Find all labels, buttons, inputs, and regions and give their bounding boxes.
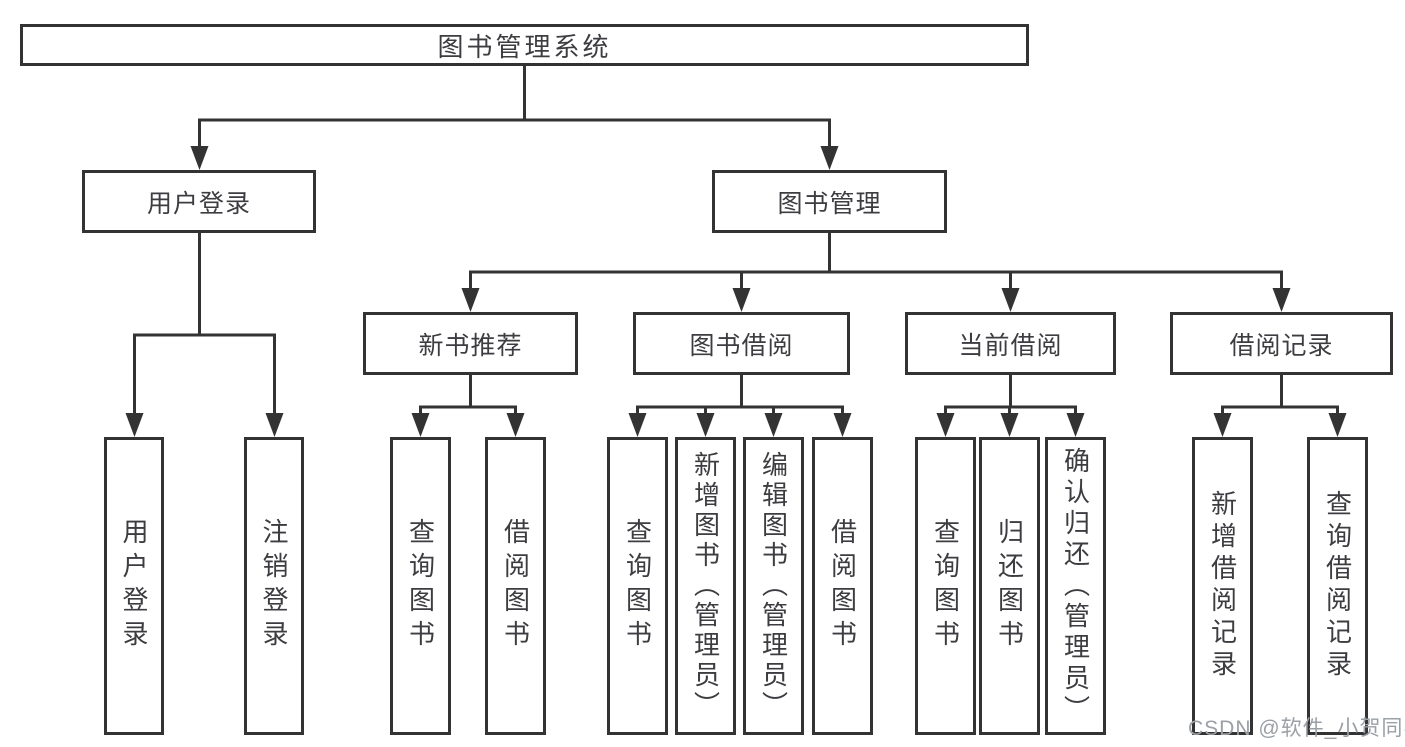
leaf-borrow-books-recommend-label: 借阅图书 <box>500 518 531 654</box>
node-new-book-recommend: 新书推荐 <box>363 312 578 375</box>
node-user-login: 用户登录 <box>82 170 316 233</box>
leaf-query-borrow-record-label: 查询借阅记录 <box>1322 490 1353 682</box>
leaf-return-books-label: 归还图书 <box>994 518 1025 654</box>
node-book-borrowing-label: 图书借阅 <box>689 331 794 360</box>
node-root-label: 图书管理系统 <box>437 31 612 62</box>
leaf-query-books-current-label: 查询图书 <box>930 518 961 654</box>
leaf-logout-label: 注销登录 <box>259 518 289 654</box>
leaf-logout: 注销登录 <box>244 437 304 735</box>
leaf-confirm-return-admin: 确认归还（管理员） <box>1045 437 1106 735</box>
leaf-user-login-label: 用户登录 <box>119 518 149 654</box>
leaf-borrow-books-borrowing-label: 借阅图书 <box>827 518 858 654</box>
leaf-add-book-admin: 新增图书（管理员） <box>675 437 736 735</box>
node-root: 图书管理系统 <box>20 24 1029 66</box>
leaf-confirm-return-admin-label: 确认归还（管理员） <box>1060 446 1091 726</box>
node-borrowing-records: 借阅记录 <box>1170 312 1393 375</box>
leaf-query-books-borrowing-label: 查询图书 <box>622 518 653 654</box>
leaf-user-login: 用户登录 <box>104 437 164 735</box>
leaf-edit-book-admin: 编辑图书（管理员） <box>743 437 804 735</box>
leaf-query-books-borrowing: 查询图书 <box>607 437 668 735</box>
leaf-edit-book-admin-label: 编辑图书（管理员） <box>758 451 789 721</box>
leaf-query-books-recommend: 查询图书 <box>390 437 451 735</box>
leaf-add-borrow-record-label: 新增借阅记录 <box>1207 490 1238 682</box>
node-book-management: 图书管理 <box>712 170 947 233</box>
node-book-management-label: 图书管理 <box>777 189 882 218</box>
leaf-query-borrow-record: 查询借阅记录 <box>1307 437 1368 735</box>
leaf-add-book-admin-label: 新增图书（管理员） <box>690 451 721 721</box>
node-current-borrowing: 当前借阅 <box>905 312 1116 375</box>
node-user-login-label: 用户登录 <box>146 189 251 218</box>
leaf-query-books-recommend-label: 查询图书 <box>405 518 436 654</box>
leaf-borrow-books-borrowing: 借阅图书 <box>812 437 873 735</box>
leaf-query-books-current: 查询图书 <box>915 437 976 735</box>
node-book-borrowing: 图书借阅 <box>633 312 850 375</box>
leaf-add-borrow-record: 新增借阅记录 <box>1192 437 1253 735</box>
csdn-watermark: CSDN @软件_小贺同学 <box>1188 717 1405 740</box>
leaf-borrow-books-recommend: 借阅图书 <box>485 437 546 735</box>
node-current-borrowing-label: 当前借阅 <box>958 331 1063 360</box>
node-borrowing-records-label: 借阅记录 <box>1229 331 1334 360</box>
node-new-book-recommend-label: 新书推荐 <box>418 331 523 360</box>
leaf-return-books: 归还图书 <box>979 437 1040 735</box>
